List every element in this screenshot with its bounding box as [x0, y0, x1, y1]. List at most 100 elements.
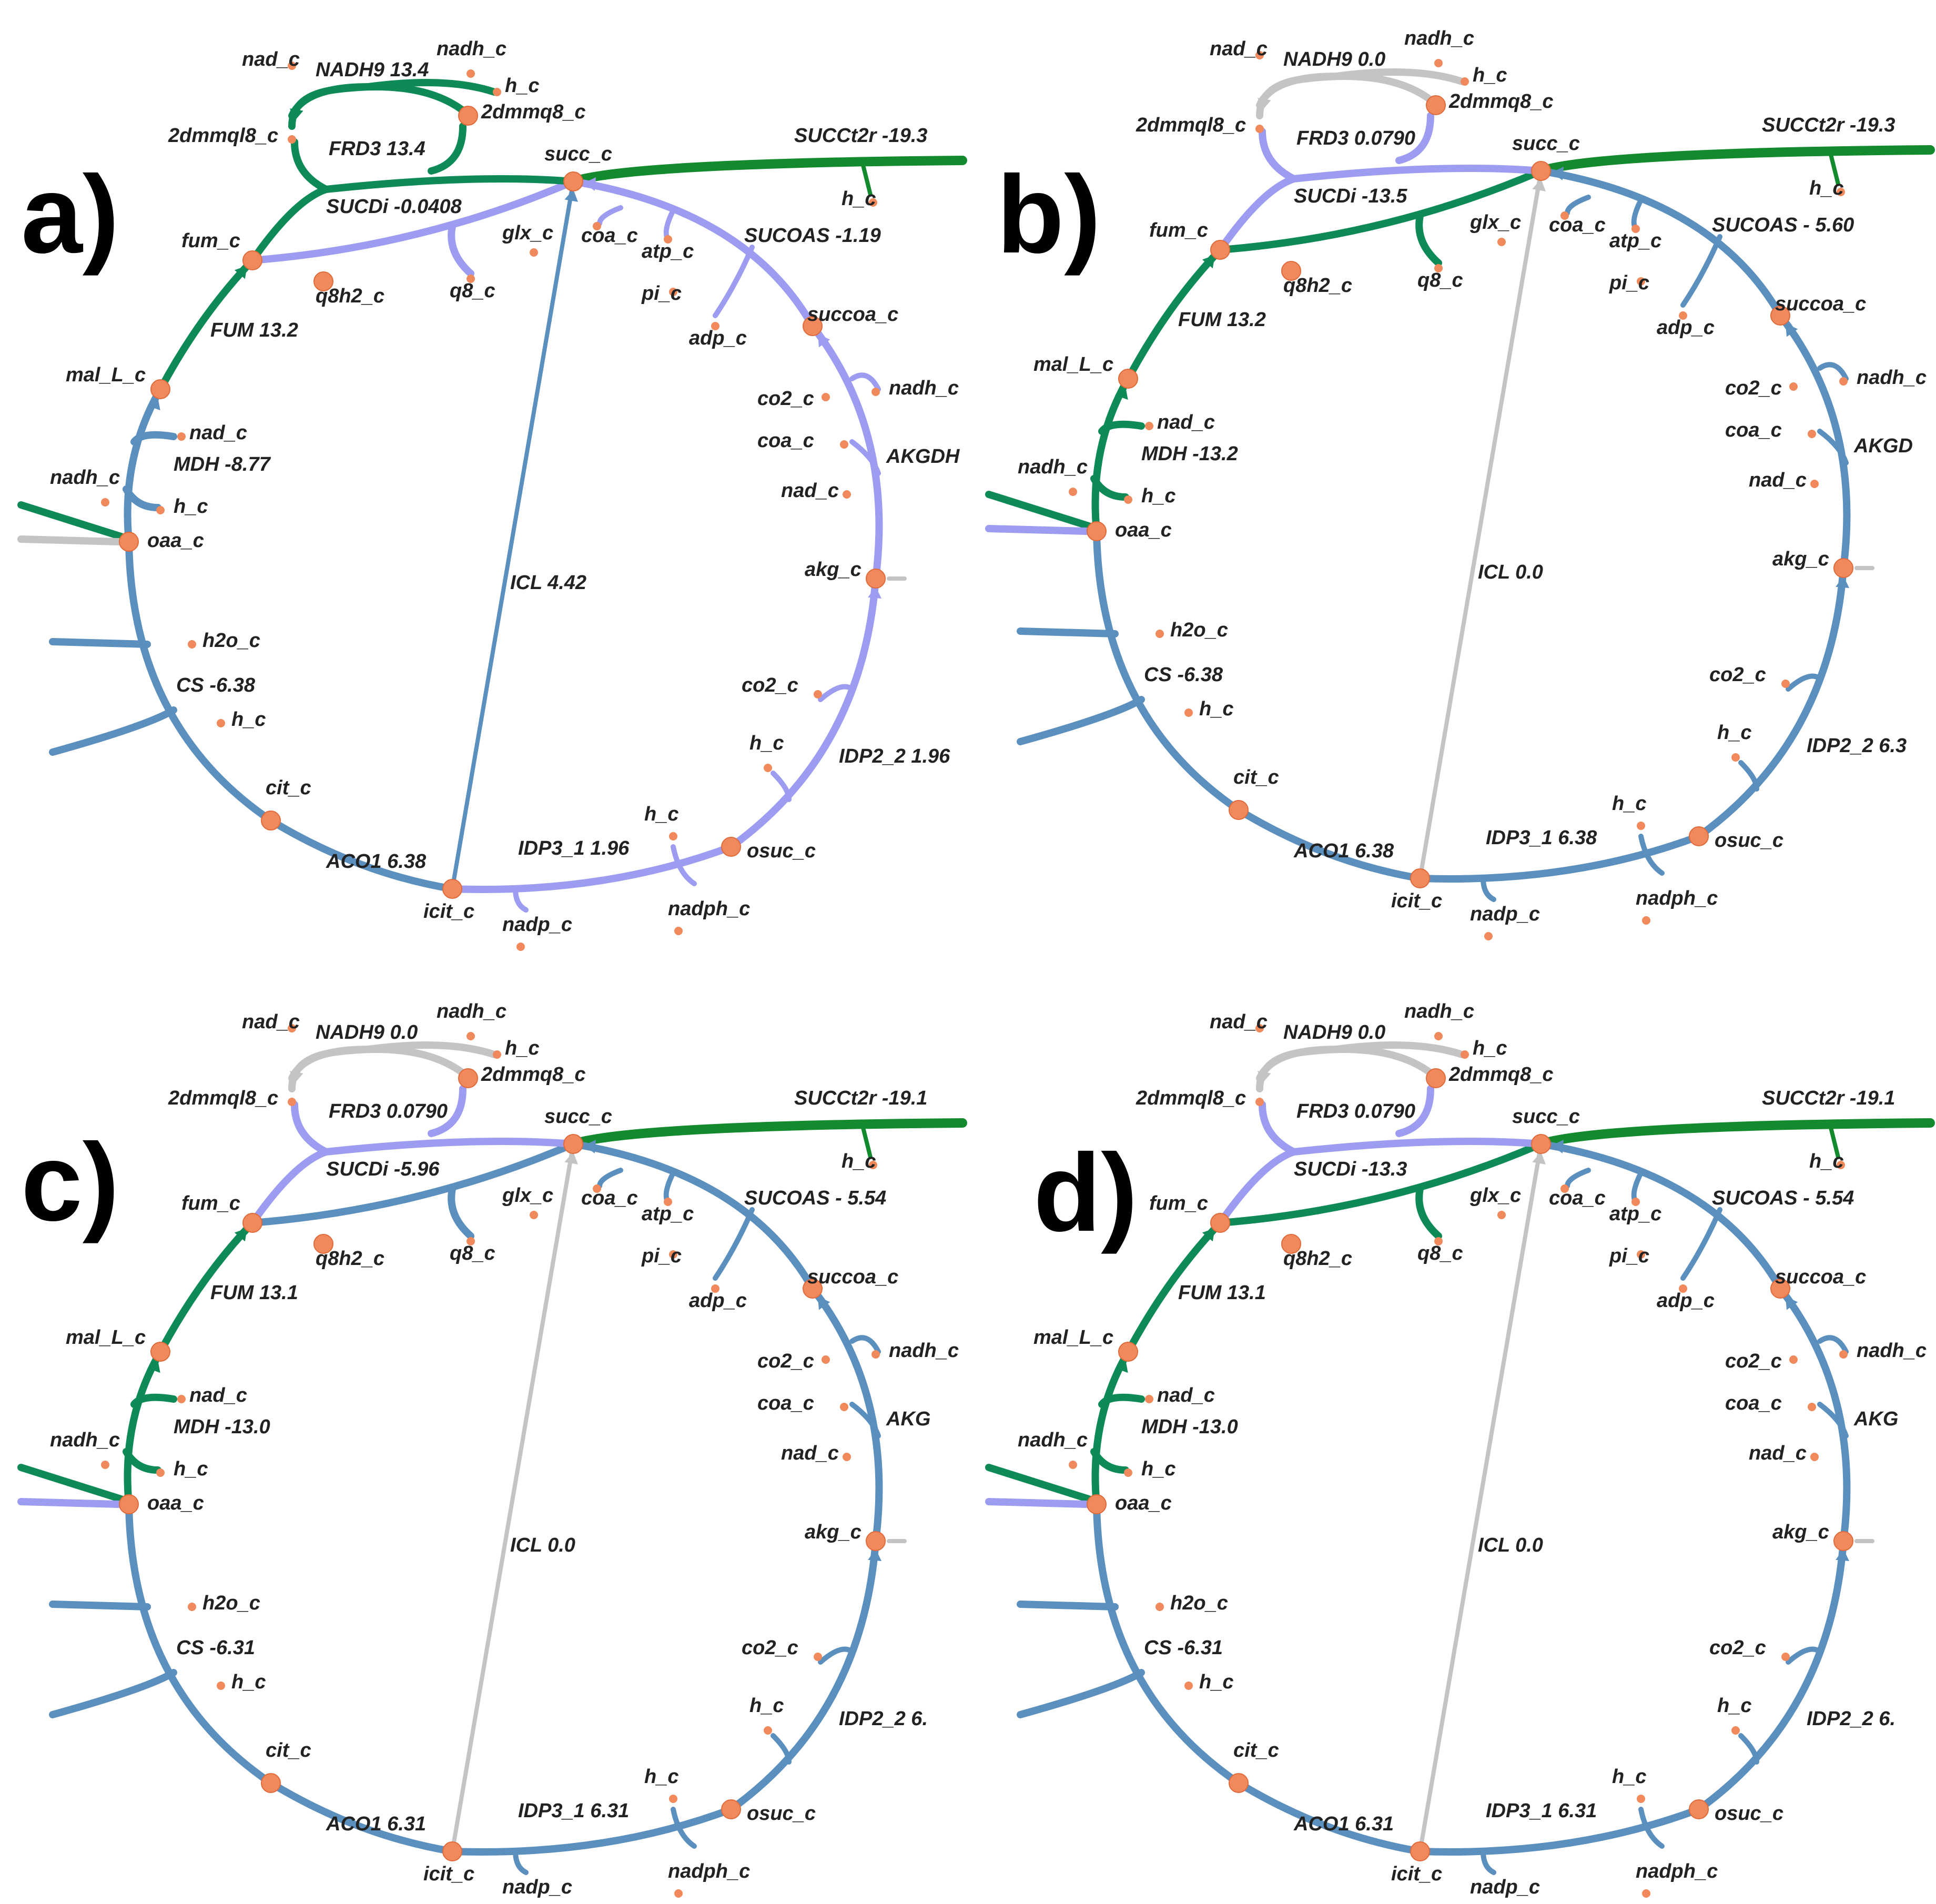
label-glx: glx_c: [1469, 211, 1521, 234]
reaction-label-fum: FUM 13.1: [1178, 1282, 1266, 1304]
node-nadph: [674, 1889, 683, 1898]
edge-mdh-nad: [1098, 420, 1145, 435]
node-dmmq8: [458, 1068, 478, 1088]
label-coa_akgdh: coa_c: [1725, 1392, 1782, 1414]
node-pi: [669, 1250, 677, 1259]
label-adp: adp_c: [1657, 1290, 1715, 1312]
node-icit: [1410, 1841, 1430, 1861]
label-coa_sucoas: coa_c: [1549, 214, 1606, 236]
edge-sucdi: [1217, 167, 1545, 254]
edge-frd3: [249, 1138, 577, 1227]
edge-frd3-dmmq8: [1395, 1085, 1434, 1137]
label-icit: icit_c: [423, 1863, 474, 1885]
node-co2_idp2: [814, 1653, 822, 1661]
label-nadph: nadph_c: [1636, 1860, 1718, 1882]
edge-mdh-h: [123, 1448, 161, 1474]
node-coa_akgdh: [1808, 1403, 1816, 1411]
reaction-label-succt2r: SUCCt2r -19.3: [794, 125, 927, 147]
reaction-label-aco1: ACO1 6.38: [326, 850, 427, 873]
label-h_idp3: h_c: [1612, 793, 1646, 815]
arrowhead: [868, 1549, 882, 1562]
label-nadh_top: nadh_c: [1404, 27, 1474, 49]
arrowhead: [1786, 323, 1798, 337]
node-nadh_mdh: [1069, 488, 1077, 496]
edge-idp3-h: [671, 844, 697, 886]
edge-idp2-co2: [818, 1646, 855, 1665]
label-nadh_mdh: nadh_c: [50, 467, 120, 489]
node-icit: [1410, 868, 1430, 888]
edge-sucdi: [1217, 1140, 1545, 1227]
node-adp: [711, 1284, 719, 1293]
label-q8: q8_c: [450, 1242, 495, 1264]
label-h_succt: h_c: [842, 188, 876, 210]
label-nadh_akgdh: nadh_c: [1857, 367, 1927, 389]
label-coa_akgdh: coa_c: [1725, 419, 1782, 441]
label-h_idp3: h_c: [1612, 1766, 1646, 1788]
label-co2_akgdh: co2_c: [1725, 1350, 1782, 1372]
label-nad_akgdh: nad_c: [781, 480, 839, 502]
arrowhead: [1115, 1360, 1128, 1373]
edge-cs-coa: [1017, 696, 1145, 745]
label-succ: succ_c: [544, 143, 612, 165]
reaction-label-nadh9: NADH9 13.4: [316, 59, 429, 81]
edge-akgdh: [1777, 1285, 1851, 1545]
node-fum: [242, 250, 262, 270]
edge-oaa-in-bottom: [985, 1498, 1090, 1508]
node-q8: [1434, 1237, 1443, 1245]
label-oaa: oaa_c: [147, 530, 204, 552]
edge-sucdi: [249, 178, 577, 264]
edge-sucoas-adp: [1680, 234, 1722, 308]
node-dmmql8: [288, 135, 296, 144]
label-coa_sucoas: coa_c: [581, 1187, 638, 1209]
edge-cs: [1093, 528, 1242, 814]
arrowhead: [818, 1297, 830, 1310]
edge-mdh: [124, 386, 164, 545]
label-h_mdh: h_c: [174, 1458, 208, 1480]
arrowhead: [1258, 1071, 1271, 1083]
label-co2_akgdh: co2_c: [1725, 377, 1782, 399]
arrowhead: [234, 1228, 247, 1242]
panel-label-a: a): [21, 153, 119, 276]
label-succoa: succoa_c: [807, 303, 898, 326]
label-h_idp3: h_c: [644, 1766, 678, 1788]
label-nadp: nadp_c: [1470, 903, 1540, 925]
label-nad_top: nad_c: [1210, 38, 1268, 60]
label-dmmql8: 2dmmql8_c: [1136, 1087, 1246, 1109]
edge-akgdh-coa: [1817, 429, 1849, 465]
node-nad_top: [288, 62, 296, 70]
node-co2_akgdh: [822, 1355, 830, 1364]
reaction-label-akgdh: AKGD: [1853, 435, 1913, 457]
edge-cs-coa: [49, 1669, 177, 1718]
node-cit: [1229, 1773, 1249, 1793]
reaction-label-icl: ICL 0.0: [1478, 1534, 1543, 1556]
reaction-label-mdh: MDH -13.2: [1141, 443, 1238, 465]
label-h2o: h2o_c: [1170, 619, 1228, 641]
node-oaa: [1087, 521, 1107, 541]
label-cit: cit_c: [266, 1739, 311, 1761]
label-h_cs: h_c: [1199, 698, 1233, 720]
node-nadp: [1484, 932, 1493, 940]
label-h_mdh: h_c: [1141, 1458, 1175, 1480]
label-succ: succ_c: [544, 1106, 612, 1128]
label-icit: icit_c: [423, 900, 474, 923]
node-dmmql8: [288, 1098, 296, 1106]
node-q8: [1434, 264, 1443, 272]
node-h_mdh: [156, 1468, 165, 1477]
label-cit: cit_c: [1233, 1739, 1279, 1761]
edge-mdh: [124, 1348, 164, 1508]
edge-akgdh-nadh: [849, 372, 881, 392]
node-q8h2: [313, 271, 333, 291]
edge-nadh9-h: [364, 1041, 498, 1058]
node-nad_akgdh: [843, 490, 851, 499]
edge-mdh-h: [1090, 1448, 1129, 1474]
node-nad_top: [1255, 51, 1264, 59]
node-dmmq8: [1426, 95, 1446, 115]
label-nadh_mdh: nadh_c: [50, 1429, 120, 1451]
edge-sucoas: [570, 178, 816, 330]
edge-aco1: [267, 817, 456, 893]
label-cit: cit_c: [266, 777, 311, 799]
edge-idp2-co2: [1786, 1646, 1822, 1665]
label-co2_akgdh: co2_c: [757, 1350, 814, 1372]
edge-akgdh-nadh: [1817, 1335, 1849, 1354]
